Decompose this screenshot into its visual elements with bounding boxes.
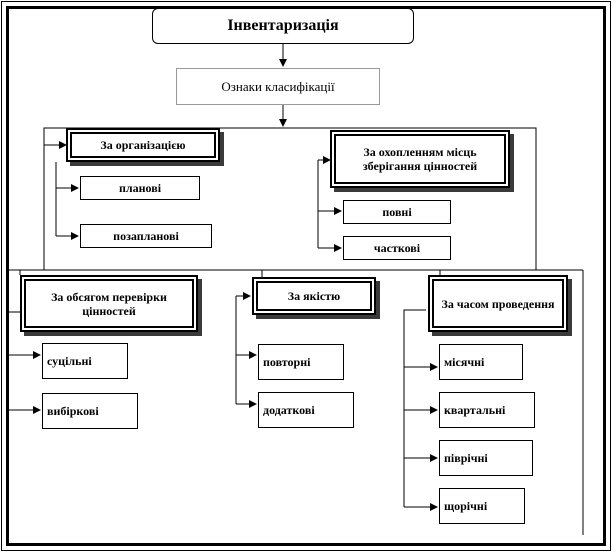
leaf-continuous: суцільні — [42, 343, 128, 379]
classification-box: Ознаки класифікації — [176, 68, 380, 105]
leaf-planned: планові — [80, 176, 200, 200]
category-time: За часом проведення — [428, 275, 568, 332]
leaf-annual: щорічні — [439, 488, 525, 524]
root-box: Інвентаризація — [152, 8, 414, 44]
leaf-semiannual: піврічні — [439, 440, 533, 476]
inner-frame — [6, 6, 606, 546]
category-organization: За організацією — [66, 128, 220, 162]
leaf-unplanned: позапланові — [80, 224, 212, 248]
leaf-monthly: місячні — [439, 344, 523, 380]
leaf-repeated: повторні — [258, 344, 344, 380]
leaf-partial: часткові — [343, 236, 451, 260]
leaf-additional: додаткові — [258, 392, 354, 428]
category-coverage: За охопленням місць зберігання цінностей — [330, 130, 510, 188]
outer-frame — [1, 1, 611, 551]
category-volume: За обсягом перевірки цінностей — [20, 275, 198, 332]
leaf-selective: вибіркові — [42, 393, 138, 429]
leaf-full: повні — [343, 200, 451, 224]
category-quality: За якістю — [252, 277, 376, 315]
leaf-quarterly: квартальні — [439, 392, 535, 428]
